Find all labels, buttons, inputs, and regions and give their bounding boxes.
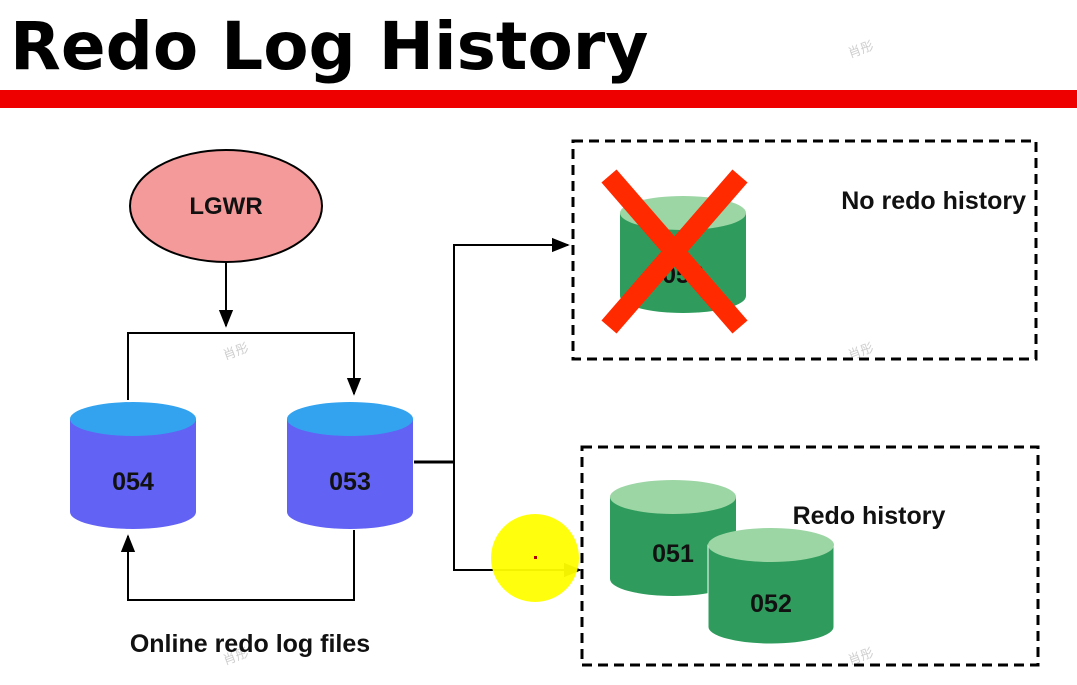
page-title: Redo Log History xyxy=(10,8,649,85)
cylinder-body xyxy=(707,544,835,645)
pointer-dot xyxy=(534,556,537,559)
cylinder-top xyxy=(70,402,196,436)
log-cycle-arrow-053-054 xyxy=(120,530,355,601)
lgwr-process: LGWR xyxy=(129,149,323,263)
archive-label-051: 051 xyxy=(652,540,694,568)
cylinder-body xyxy=(610,497,736,596)
log-label-054: 054 xyxy=(112,468,154,496)
dashed-frame xyxy=(580,445,1040,667)
arrow-to-no-history xyxy=(453,237,570,462)
cylinder-body xyxy=(287,419,413,529)
no-history-label: No redo history xyxy=(841,187,1026,215)
watermark-text: 肖彤 xyxy=(846,39,876,62)
title-underline-bar xyxy=(0,90,1077,108)
online-logs-caption: Online redo log files xyxy=(130,630,370,658)
lgwr-label: LGWR xyxy=(189,193,262,220)
dashed-frame xyxy=(571,139,1038,361)
log-label-053: 053 xyxy=(329,468,371,496)
archived-log-052: 052 xyxy=(707,528,835,645)
archived-log-051: 051 xyxy=(610,480,736,596)
cylinder-top xyxy=(708,528,834,562)
pointer-highlight xyxy=(491,514,579,602)
log-switch-arrow-054-053 xyxy=(127,332,362,400)
watermark-text: 肖彤 xyxy=(221,341,251,364)
cross-out-mark xyxy=(601,169,748,334)
archive-label-052: 052 xyxy=(750,590,792,618)
online-log-053: 053 xyxy=(287,402,413,529)
cross-stroke xyxy=(601,169,748,334)
lgwr-ellipse xyxy=(129,149,323,263)
history-label: Redo history xyxy=(793,502,946,530)
redo-history-box: Redo history 051 052 xyxy=(580,445,1040,667)
cylinder-top xyxy=(287,402,413,436)
online-log-054: 054 xyxy=(70,402,196,529)
cylinder-top xyxy=(610,480,736,514)
cylinder-body xyxy=(70,419,196,529)
no-redo-history-box: No redo history 052 xyxy=(571,139,1038,361)
